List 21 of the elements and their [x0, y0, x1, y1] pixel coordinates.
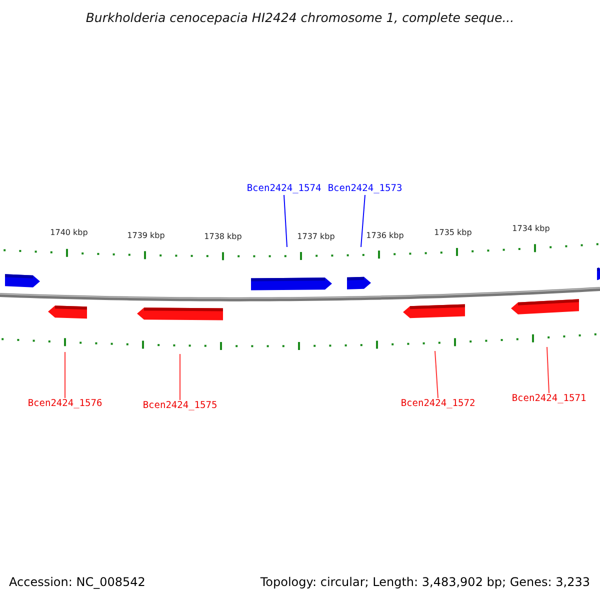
leader-line: [64, 352, 66, 398]
scale-label: 1737 kbp: [297, 232, 335, 241]
gene-label: Bcen2424_1575: [142, 400, 218, 412]
leader-line: [546, 346, 550, 394]
scale-label: 1739 kbp: [127, 231, 165, 240]
scale-label: 1736 kbp: [366, 231, 404, 240]
gene-label: Bcen2424_1574: [246, 183, 322, 195]
leader-line: [284, 194, 288, 248]
leader-line: [360, 194, 366, 248]
map-title: Burkholderia cenocepacia HI2424 chromosome 1, complete seque...: [84, 10, 516, 25]
gene-label: Bcen2424_1571: [512, 393, 586, 405]
gene-label: Bcen2424_1573: [328, 183, 402, 195]
gene-label: Bcen2424_1572: [400, 398, 476, 410]
scale-label: 1738 kbp: [204, 232, 242, 241]
genome-info-text: Topology: circular; Length: 3,483,902 bp; Genes: 3,233: [260, 575, 590, 589]
leader-line: [434, 350, 438, 398]
scale-label: 1735 kbp: [434, 228, 472, 237]
scale-label: 1740 kbp: [50, 228, 88, 237]
accession-text: Accession: NC_008542: [9, 575, 146, 589]
scale-label: 1734 kbp: [512, 224, 550, 233]
gene-label: Bcen2424_1576: [28, 398, 102, 410]
